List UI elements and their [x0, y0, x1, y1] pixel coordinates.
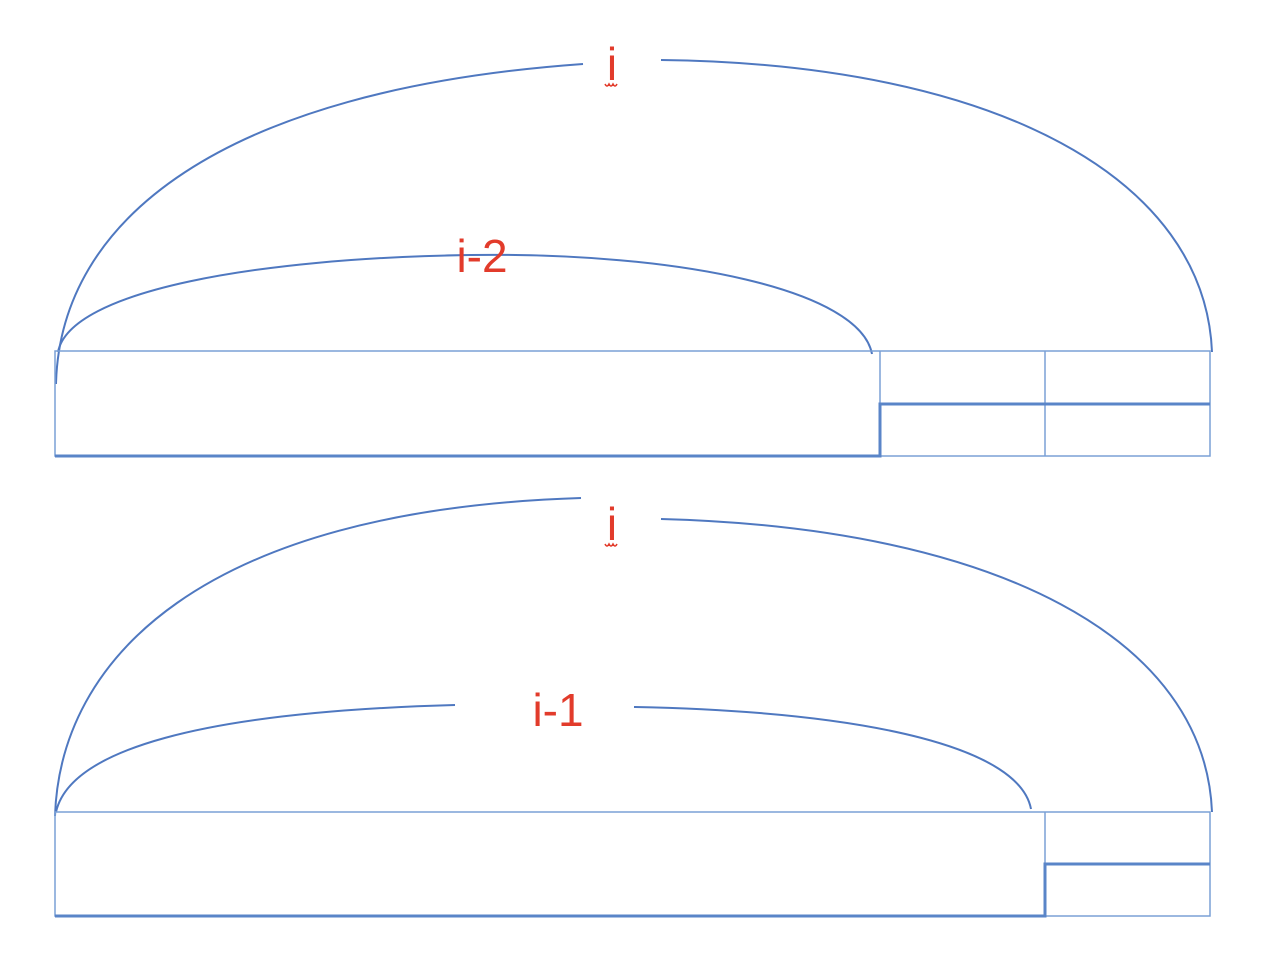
- bottom-outer-label: i: [607, 498, 617, 550]
- top-outer-label-squiggle: [604, 82, 618, 87]
- bottom-outer-arc-right: [660, 518, 1213, 813]
- bottom-big-box-thick-edge: [55, 862, 1210, 918]
- bottom-outer-label-squiggle: [604, 542, 618, 547]
- top-inner-arc: [57, 253, 873, 355]
- top-outer-arc-right: [660, 59, 1213, 353]
- top-big-box-thick-edge: [55, 402, 1210, 458]
- bottom-inner-arc-left: [55, 704, 456, 813]
- top-inner-label: i-2: [456, 230, 507, 282]
- bottom-inner-arc-right: [633, 706, 1032, 810]
- bottom-inner-label: i-1: [532, 684, 583, 736]
- top-figure: i i-2: [54, 38, 1213, 458]
- top-outer-label: i: [607, 38, 617, 90]
- bottom-figure: i i-1: [54, 497, 1213, 918]
- bottom-outer-arc-left: [54, 497, 582, 817]
- bottom-outer-frame: [54, 811, 1211, 917]
- top-outer-arc-left: [55, 63, 584, 385]
